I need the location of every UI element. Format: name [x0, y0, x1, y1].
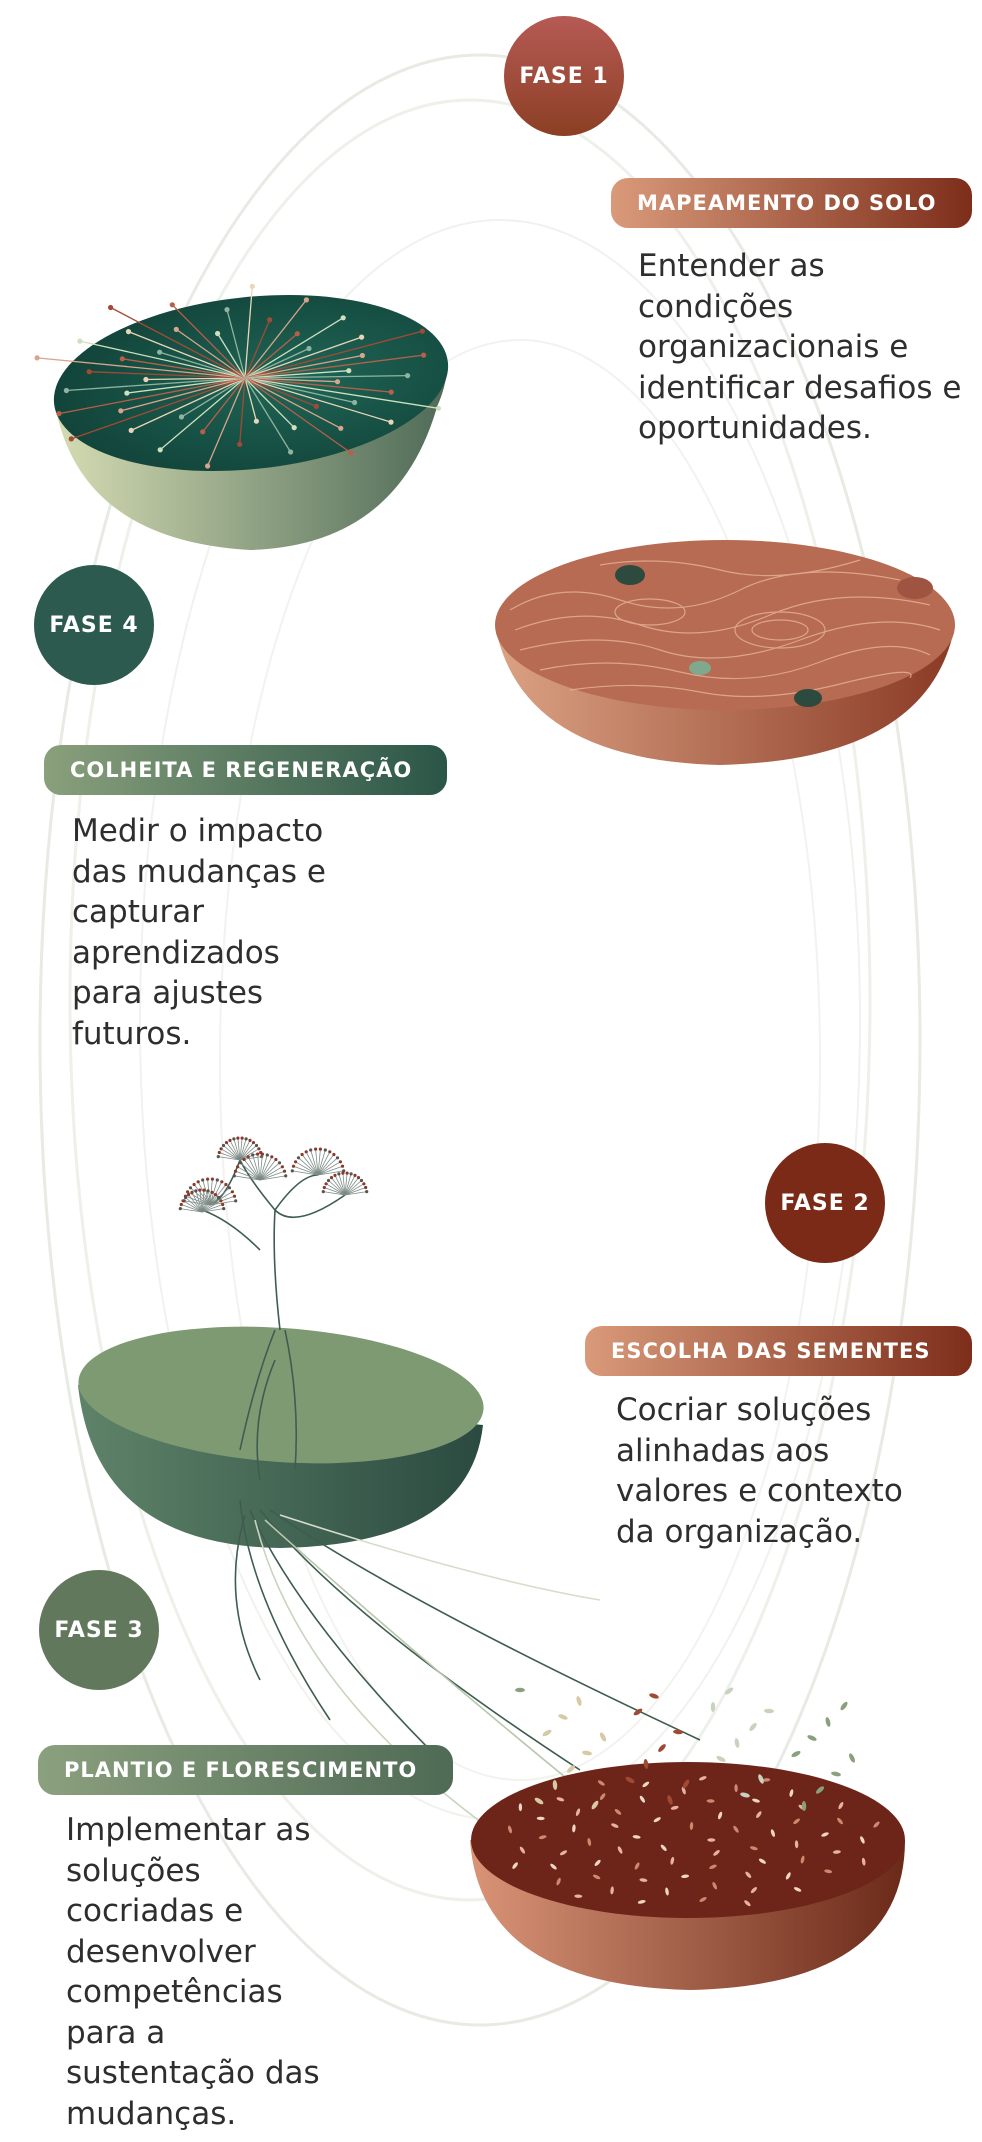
phase-4-title: COLHEITA E REGENERAÇÃO: [44, 745, 447, 795]
seeds-soil-bowl-icon: [470, 1687, 905, 1990]
topographic-soil-bowl-icon: [495, 540, 955, 765]
phase-4-description: Medir o impacto das mudanças e capturar …: [72, 813, 326, 1052]
phase-2-title: ESCOLHA DAS SEMENTES: [585, 1326, 972, 1376]
phase-1-badge: FASE 1: [504, 16, 624, 136]
phase-4-badge: FASE 4: [34, 565, 154, 685]
phase-1-title: MAPEAMENTO DO SOLO: [611, 178, 972, 228]
phase-3-badge: FASE 3: [39, 1570, 159, 1690]
phase-1-description: Entender as condições organizacionais e …: [638, 248, 962, 446]
phase-3-description: Implementar as soluções cocriadas e dese…: [66, 1812, 320, 2132]
phase-2-description: Cocriar soluções alinhadas aos valores e…: [616, 1392, 903, 1550]
phase-3-title: PLANTIO E FLORESCIMENTO: [38, 1745, 453, 1795]
radiating-seeds-bowl-icon: [34, 283, 449, 550]
flowering-plant-bowl-icon: [78, 1136, 701, 1851]
phase-2-badge: FASE 2: [765, 1143, 885, 1263]
orbit-rings: [38, 53, 922, 2027]
